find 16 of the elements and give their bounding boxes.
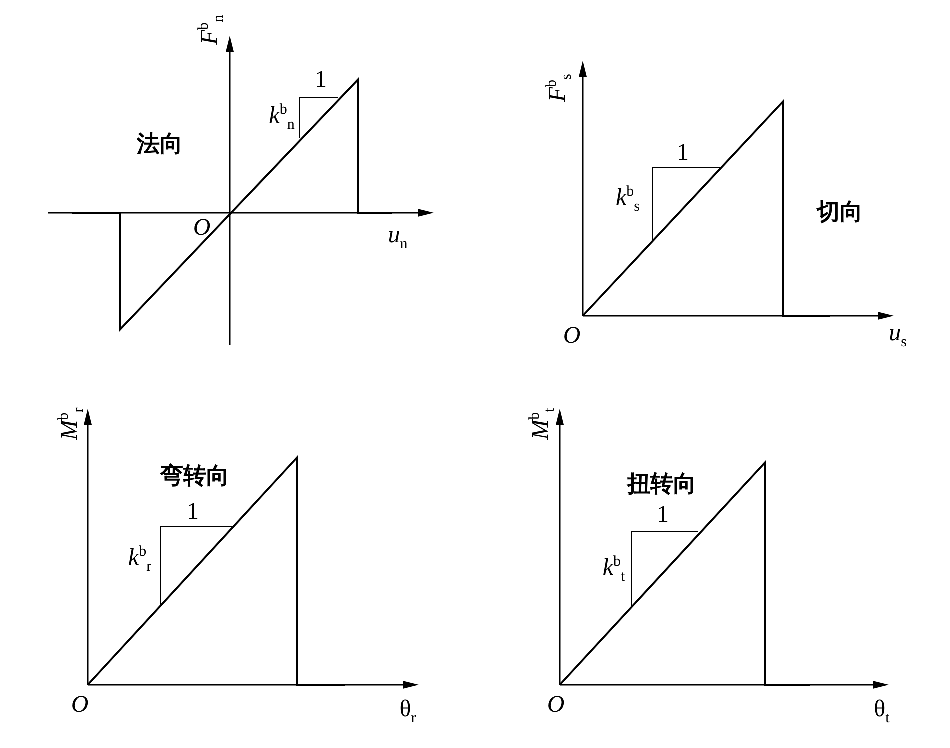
panel-title: 弯转向 — [160, 466, 230, 488]
origin-label: O — [71, 693, 89, 717]
axis-label: u$_{s}$ — [889, 322, 907, 350]
panel-title: 扭转向 — [628, 474, 696, 496]
panel-title: 切向 — [817, 202, 863, 224]
origin-label: O — [563, 324, 581, 348]
slope-value: 1 — [677, 141, 689, 165]
axis-label: u$_{n}$ — [388, 224, 408, 252]
origin-label: O — [547, 693, 565, 717]
slope-value: 1 — [187, 500, 199, 524]
panel-title: 法向 — [137, 134, 183, 156]
slope-value: 1 — [315, 68, 327, 92]
origin-label: O — [193, 216, 211, 240]
slope-value: 1 — [657, 503, 669, 527]
axis-label: θ$_{r}$ — [400, 698, 416, 726]
axis-label: θ$_{t}$ — [874, 698, 890, 726]
